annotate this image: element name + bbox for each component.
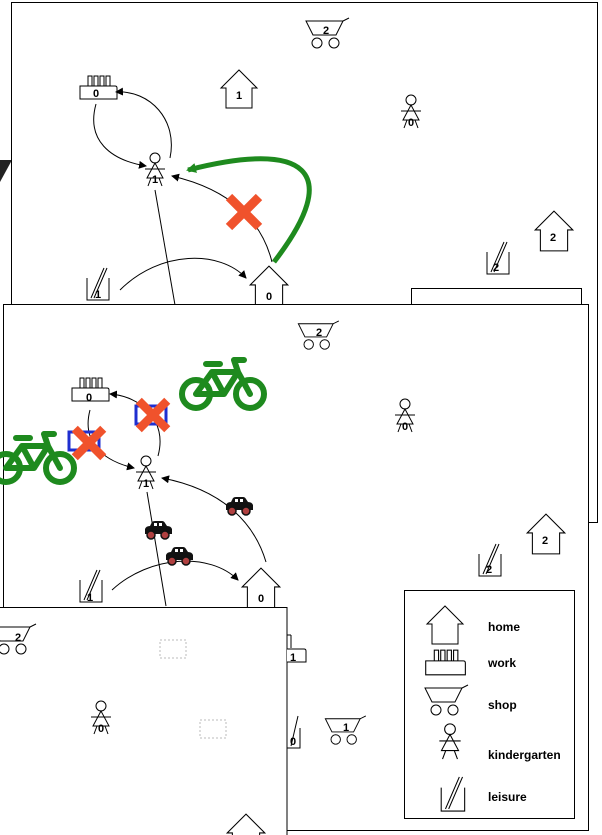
leisure-count: 2: [486, 564, 492, 576]
work-count: 0: [93, 88, 99, 100]
work-count: 1: [290, 652, 296, 664]
legend-leisure: leisure: [488, 790, 527, 804]
panel-pointer-icon: [0, 160, 12, 182]
kindergarten-count: 1: [143, 478, 149, 490]
kindergarten-count: 0: [408, 117, 414, 129]
home-count: 0: [266, 291, 272, 303]
leisure-count: 2: [493, 262, 499, 274]
leisure-count: 0: [290, 736, 296, 748]
bottom-panel-frame: [0, 608, 287, 835]
legend-kindergarten: kindergarten: [488, 748, 561, 762]
home-count: 0: [258, 593, 264, 605]
shop-count: 2: [316, 327, 322, 339]
shop-count: 2: [15, 632, 21, 644]
legend-work: work: [487, 656, 516, 670]
kindergarten-count: 0: [98, 723, 104, 735]
home-count: 1: [236, 90, 242, 102]
kindergarten-count: 1: [152, 174, 158, 186]
legend-shop: shop: [488, 698, 517, 712]
home-count: 2: [542, 535, 548, 547]
kindergarten-count: 0: [402, 421, 408, 433]
home-count: 2: [550, 232, 556, 244]
shop-count: 1: [343, 722, 349, 734]
legend: home work shop kindergarten leisure: [405, 591, 575, 819]
leisure-count: 1: [95, 289, 101, 301]
bottom-panel: 2 0: [0, 608, 287, 835]
legend-home: home: [488, 620, 520, 634]
work-count: 0: [86, 392, 92, 404]
leisure-count: 1: [87, 592, 93, 604]
shop-count: 2: [323, 25, 329, 37]
